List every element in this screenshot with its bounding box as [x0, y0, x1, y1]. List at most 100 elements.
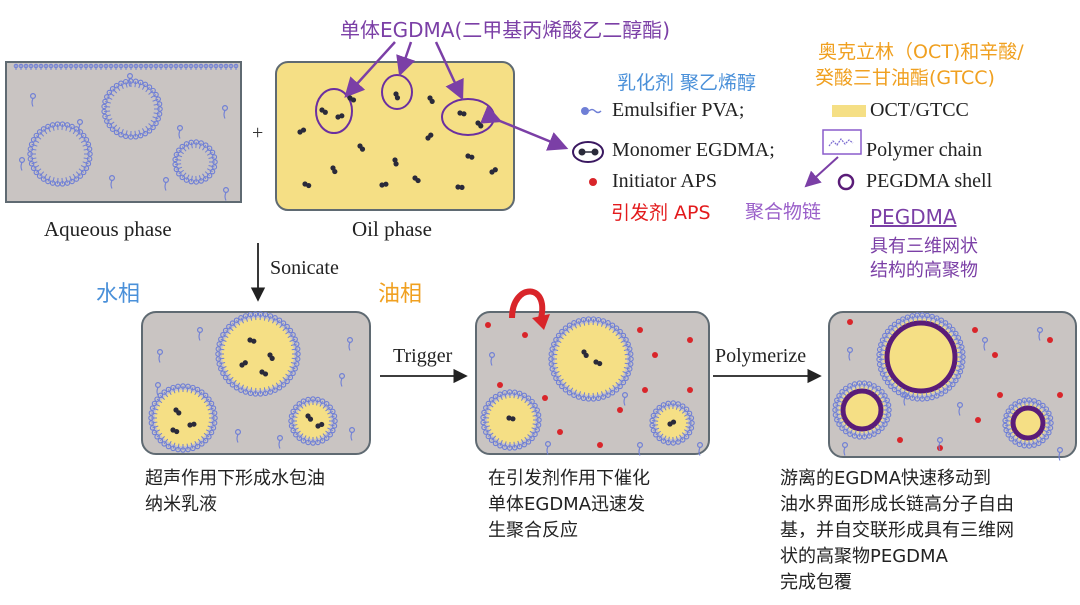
- step3-pva-6-tail: [1058, 452, 1061, 461]
- legend-oct-gtcc-label: OCT/GTCC: [870, 99, 969, 121]
- step3-caption-line4: 状的高聚物PEGDMA: [780, 546, 948, 567]
- free-pva-4: [163, 177, 170, 184]
- step2-pva-3-tail: [698, 447, 701, 456]
- oil-monomer-6-b: [359, 146, 366, 152]
- step2-initiator-9: [687, 387, 693, 393]
- step2-initiator-1: [522, 332, 528, 338]
- empty-micelle-left: [27, 121, 93, 187]
- step3-initiator-5: [975, 417, 981, 423]
- step2-droplet-large: [548, 316, 634, 402]
- shell-annotation-line2: 具有三维网状: [870, 236, 978, 257]
- step2-initiator-4: [687, 337, 693, 343]
- step3-pva-1-tail: [983, 342, 986, 351]
- step3-initiator-0: [847, 319, 853, 325]
- step3-caption: 游离的EGDMA快速移动到 油水界面形成长链高分子自由 基，并自交联形成具有三维…: [780, 466, 1014, 596]
- step2-pva-2-tail: [638, 447, 641, 456]
- legend-graphics: [572, 105, 866, 191]
- oil-monomer-17-b: [429, 98, 435, 104]
- shell-annotation-line1: PEGDMA: [870, 205, 957, 229]
- empty-micelle-large: [101, 78, 163, 140]
- step2-initiator-0: [485, 322, 491, 328]
- step2-initiator-8: [597, 442, 603, 448]
- step3-caption-line3: 基，并自交联形成具有三维网: [780, 520, 1014, 541]
- step2-caption-line1: 在引发剂作用下催化: [488, 468, 650, 489]
- step2-pva-1-tail: [546, 446, 549, 455]
- step3-pva-4-tail: [903, 397, 906, 406]
- step2-pva-0-tail: [490, 357, 493, 366]
- step1-monomer-3-b: [262, 371, 269, 377]
- step2-initiator-7: [557, 429, 563, 435]
- step1-droplet-small: [288, 396, 338, 446]
- step3-initiator-4: [997, 392, 1003, 398]
- step2-initiator-10: [497, 382, 503, 388]
- step3-initiator-8: [1057, 392, 1063, 398]
- step1-pva-6: [349, 427, 356, 434]
- oil-monomer-9-b: [469, 154, 475, 160]
- step2-pva-3: [696, 442, 703, 449]
- step1-pva-5: [235, 429, 242, 436]
- step1-caption: 超声作用下形成水包油 纳米乳液: [145, 466, 325, 518]
- oil-monomer-4-b: [478, 123, 484, 129]
- step3-pva-5-tail: [938, 442, 941, 451]
- step3-initiator-3: [1047, 337, 1053, 343]
- free-pva-7: [223, 187, 230, 194]
- step3-caption-line5: 完成包覆: [780, 572, 852, 593]
- trigger-label: Trigger: [393, 345, 453, 367]
- free-pva-7-tail: [224, 192, 227, 201]
- step1-droplet-large: [215, 311, 301, 397]
- step3-initiator-1: [972, 327, 978, 333]
- monomer-annotation-cn: 单体EGDMA(二甲基丙烯酸乙二醇酯): [340, 18, 671, 42]
- step1-pva-0-tail: [158, 354, 161, 363]
- oil-monomer-12-b: [383, 181, 389, 187]
- oil-phase-panel: [275, 61, 515, 211]
- step2-initiator-2: [637, 327, 643, 333]
- step2-initiator-5: [642, 387, 648, 393]
- free-pva-6: [222, 104, 229, 111]
- step2-pva-4-tail: [623, 397, 626, 406]
- step3-pva-3-tail: [958, 407, 961, 416]
- oil-monomer-3-a: [457, 110, 463, 116]
- step1-monomer-8-b: [319, 421, 325, 428]
- oil-monomer-16-b: [350, 97, 357, 103]
- polymerize-label: Polymerize: [715, 345, 807, 367]
- step2-caption-line2: 单体EGDMA迅速发: [488, 494, 646, 515]
- free-pva-0-tail: [31, 98, 34, 107]
- step3-initiator-6: [897, 437, 903, 443]
- initiator-annotation-cn: 引发剂 APS: [611, 202, 711, 224]
- step1-pva-2: [155, 382, 162, 389]
- sonicate-label: Sonicate: [270, 257, 339, 279]
- oil-monomer-10-b: [306, 182, 312, 189]
- step1-pva-2-tail: [156, 387, 159, 396]
- oil-monomer-15-b: [492, 167, 498, 173]
- aqueous-annotation-cn: 水相: [96, 282, 141, 307]
- step1-monomer-5-a: [187, 422, 193, 428]
- shell-annotation-line3: 结构的高聚物: [870, 260, 978, 281]
- free-pva-5: [177, 124, 184, 131]
- free-pva-2-tail: [20, 162, 23, 171]
- oil-monomer-7-b: [393, 161, 399, 167]
- step2-pva-2: [636, 442, 643, 449]
- step3-pva-4: [901, 392, 908, 399]
- oil-monomer-13-b: [415, 177, 421, 184]
- step1-monomer-6-b: [174, 428, 180, 435]
- oil-monomer-3-b: [461, 111, 467, 117]
- step1-monomer-0-b: [251, 338, 257, 344]
- step2-monomer-2-a: [506, 415, 512, 421]
- step3-pva-0-tail: [848, 352, 851, 361]
- step1-pva-1-tail: [198, 332, 201, 341]
- step3-pva-1: [981, 337, 988, 344]
- step1-pva-7: [277, 435, 284, 442]
- step1-pva-3-tail: [348, 342, 351, 351]
- step2-initiator-3: [652, 352, 658, 358]
- step2-initiator-11: [542, 395, 548, 401]
- step2-monomer-2-b: [510, 416, 516, 422]
- legend-polymer-chain-label: Polymer chain: [866, 139, 983, 161]
- step1-pva-0: [157, 349, 164, 356]
- oil-phase-label: Oil phase: [352, 217, 432, 241]
- step3-caption-line1: 游离的EGDMA快速移动到: [780, 468, 992, 489]
- step3-pva-3: [956, 402, 963, 409]
- empty-micelle-small: [172, 139, 218, 185]
- free-pva-4-tail: [164, 182, 167, 191]
- step3-pva-2-tail: [1038, 332, 1041, 341]
- step2-pva-4: [621, 392, 628, 399]
